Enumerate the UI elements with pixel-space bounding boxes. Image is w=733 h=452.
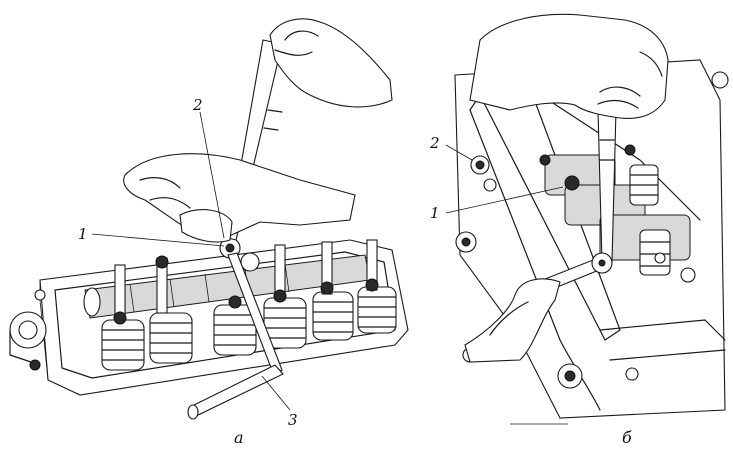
callout-label-1-b: 1 xyxy=(430,204,440,222)
callout-label-1: 1 xyxy=(78,225,88,243)
valve-spring xyxy=(357,239,397,334)
panel-a-caption: а xyxy=(234,428,244,447)
rocker-assembly-b xyxy=(539,144,691,276)
panel-b: 2 1 б xyxy=(429,13,729,447)
valve-spring xyxy=(149,255,193,364)
valve-spring xyxy=(263,244,307,349)
panel-a: 1 2 3 а xyxy=(9,18,409,447)
valve-spring xyxy=(101,264,145,371)
leader-lines-b xyxy=(445,144,564,214)
callout-label-2: 2 xyxy=(192,96,203,114)
hand-upper-b xyxy=(469,13,669,119)
leader-lines-a xyxy=(91,111,291,411)
hand-lower xyxy=(123,153,356,243)
callout-label-2-b: 2 xyxy=(429,134,440,152)
callout-label-3: 3 xyxy=(288,411,298,429)
panel-b-caption: б xyxy=(622,428,632,447)
feeler-wrench xyxy=(187,252,284,420)
hand-upper xyxy=(269,18,393,108)
bolts-b xyxy=(455,71,729,389)
hand-lower-b xyxy=(464,278,561,363)
camshaft xyxy=(83,254,371,319)
mounting-ear xyxy=(9,311,47,366)
valve-spring-group xyxy=(101,239,397,371)
valve-spring xyxy=(213,295,257,356)
valve-spring xyxy=(312,241,354,341)
